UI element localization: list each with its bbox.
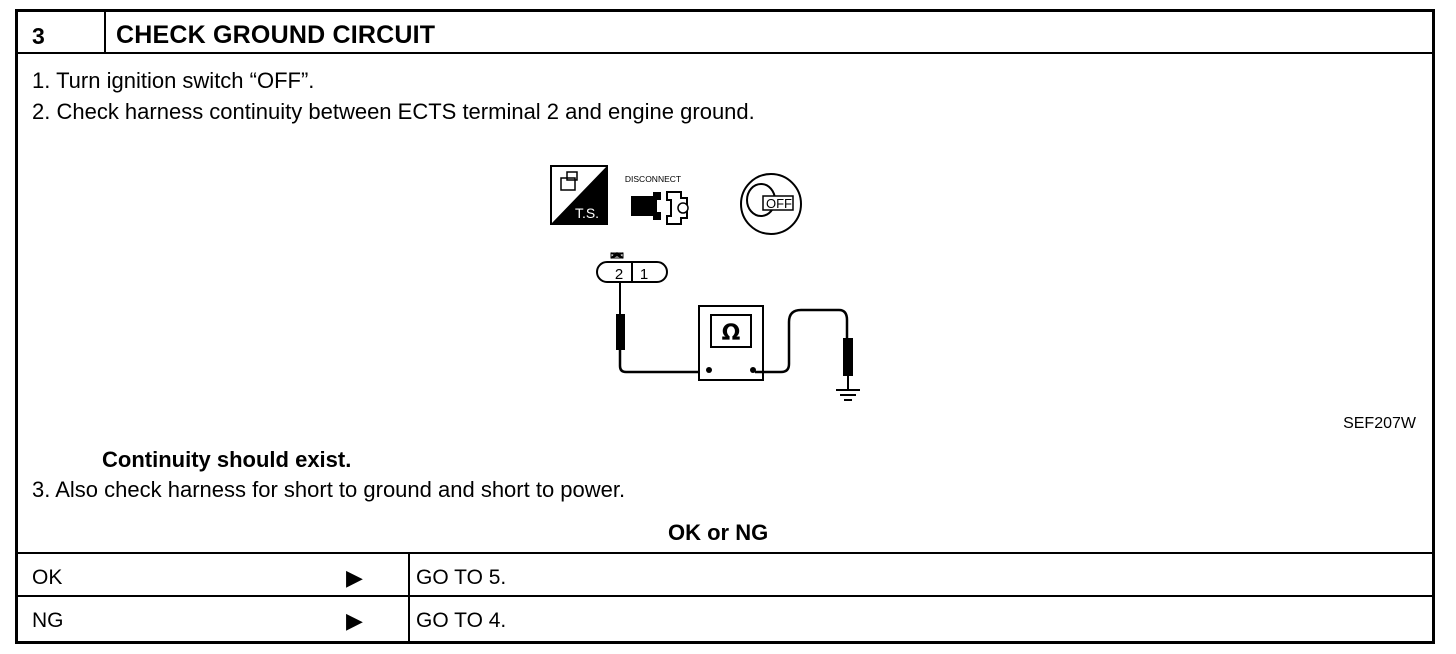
header-rule bbox=[18, 52, 1432, 54]
result-ok-arrow-icon: ▶ bbox=[346, 565, 363, 590]
check-step-frame: 3 CHECK GROUND CIRCUIT 1. Turn ignition … bbox=[15, 9, 1435, 644]
test-lead-right bbox=[755, 308, 853, 390]
ground-symbol-icon bbox=[836, 389, 860, 401]
result-table-divider bbox=[408, 552, 410, 644]
result-table-top-rule bbox=[18, 552, 1432, 554]
result-ok-action: GO TO 5. bbox=[416, 566, 507, 589]
continuity-test-diagram: T.S. DISCONNECT OFF 2 1 bbox=[550, 165, 860, 401]
instruction-step-3: 3. Also check harness for short to groun… bbox=[32, 477, 626, 502]
terminal-1-label: 1 bbox=[640, 266, 648, 283]
ignition-off-icon: OFF bbox=[740, 173, 802, 235]
step-title: CHECK GROUND CIRCUIT bbox=[116, 21, 436, 49]
figure-code: SEF207W bbox=[1343, 415, 1416, 432]
instruction-step-1: 1. Turn ignition switch “OFF”. bbox=[32, 68, 315, 93]
ts-label: T.S. bbox=[575, 205, 599, 221]
step-number: 3 bbox=[32, 23, 45, 49]
result-ng-action: GO TO 4. bbox=[416, 609, 507, 632]
result-table-mid-rule bbox=[18, 595, 1432, 597]
test-lead-left bbox=[616, 282, 708, 374]
ok-or-ng-heading: OK or NG bbox=[668, 520, 769, 545]
continuity-spec: Continuity should exist. bbox=[102, 447, 352, 472]
terminal-2-label: 2 bbox=[615, 266, 623, 283]
ects-connector: 2 1 bbox=[596, 252, 668, 283]
header-divider bbox=[104, 12, 106, 53]
instruction-step-2: 2. Check harness continuity between ECTS… bbox=[32, 99, 755, 124]
trouble-shooting-icon: T.S. bbox=[550, 165, 608, 225]
result-ok-label: OK bbox=[32, 566, 63, 589]
disconnect-label: DISCONNECT bbox=[625, 174, 681, 184]
off-label: OFF bbox=[766, 196, 792, 211]
ohmmeter: Ω bbox=[698, 305, 764, 381]
result-ng-arrow-icon: ▶ bbox=[346, 608, 363, 633]
ohm-symbol: Ω bbox=[722, 321, 741, 346]
result-ng-label: NG bbox=[32, 609, 64, 632]
disconnect-connector-icon: DISCONNECT bbox=[625, 174, 689, 225]
